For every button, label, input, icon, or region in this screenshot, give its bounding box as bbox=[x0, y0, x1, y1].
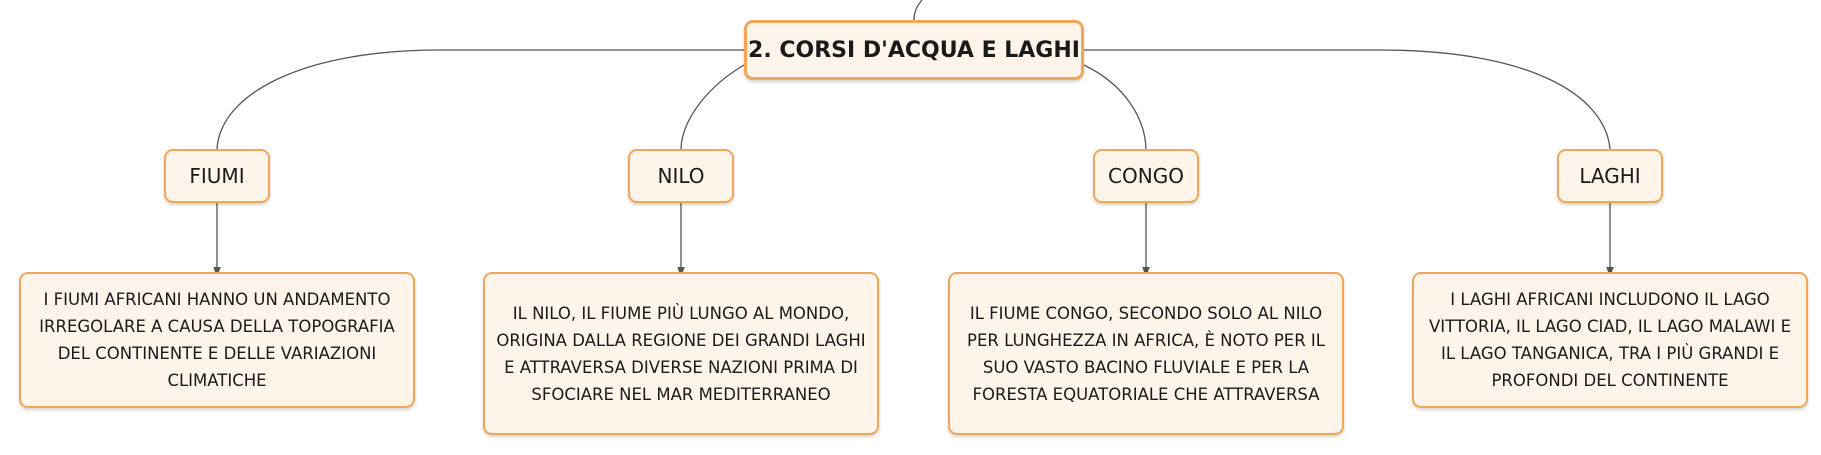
branch-node-laghi[interactable]: LAGHI bbox=[1557, 149, 1663, 203]
detail-node-congo[interactable]: IL FIUME CONGO, SECONDO SOLO AL NILO PER… bbox=[948, 272, 1344, 435]
branch-label: CONGO bbox=[1108, 164, 1184, 188]
connector-root-fiumi bbox=[216, 49, 744, 150]
root-title: 2. CORSI D'ACQUA E LAGHI bbox=[748, 37, 1080, 63]
detail-node-laghi[interactable]: I LAGHI AFRICANI INCLUDONO IL LAGO VITTO… bbox=[1412, 272, 1808, 408]
connector-incoming bbox=[913, 0, 923, 21]
detail-text: IL NILO, IL FIUME PIÙ LUNGO AL MONDO, OR… bbox=[496, 303, 866, 404]
detail-text: I LAGHI AFRICANI INCLUDONO IL LAGO VITTO… bbox=[1428, 290, 1792, 390]
branch-label: NILO bbox=[657, 164, 705, 188]
branch-node-fiumi[interactable]: FIUMI bbox=[164, 149, 270, 203]
detail-node-nilo[interactable]: IL NILO, IL FIUME PIÙ LUNGO AL MONDO, OR… bbox=[483, 272, 879, 435]
detail-text: IL FIUME CONGO, SECONDO SOLO AL NILO PER… bbox=[967, 303, 1325, 404]
detail-text: I FIUMI AFRICANI HANNO UN ANDAMENTO IRRE… bbox=[39, 290, 395, 390]
root-node[interactable]: 2. CORSI D'ACQUA E LAGHI bbox=[744, 20, 1084, 80]
branch-node-congo[interactable]: CONGO bbox=[1093, 149, 1199, 203]
branch-label: FIUMI bbox=[189, 164, 245, 188]
connector-root-laghi bbox=[1084, 49, 1611, 150]
connector-root-congo bbox=[1083, 64, 1147, 150]
branch-label: LAGHI bbox=[1579, 164, 1641, 188]
connector-root-nilo bbox=[680, 64, 745, 150]
detail-node-fiumi[interactable]: I FIUMI AFRICANI HANNO UN ANDAMENTO IRRE… bbox=[19, 272, 415, 408]
branch-node-nilo[interactable]: NILO bbox=[628, 149, 734, 203]
